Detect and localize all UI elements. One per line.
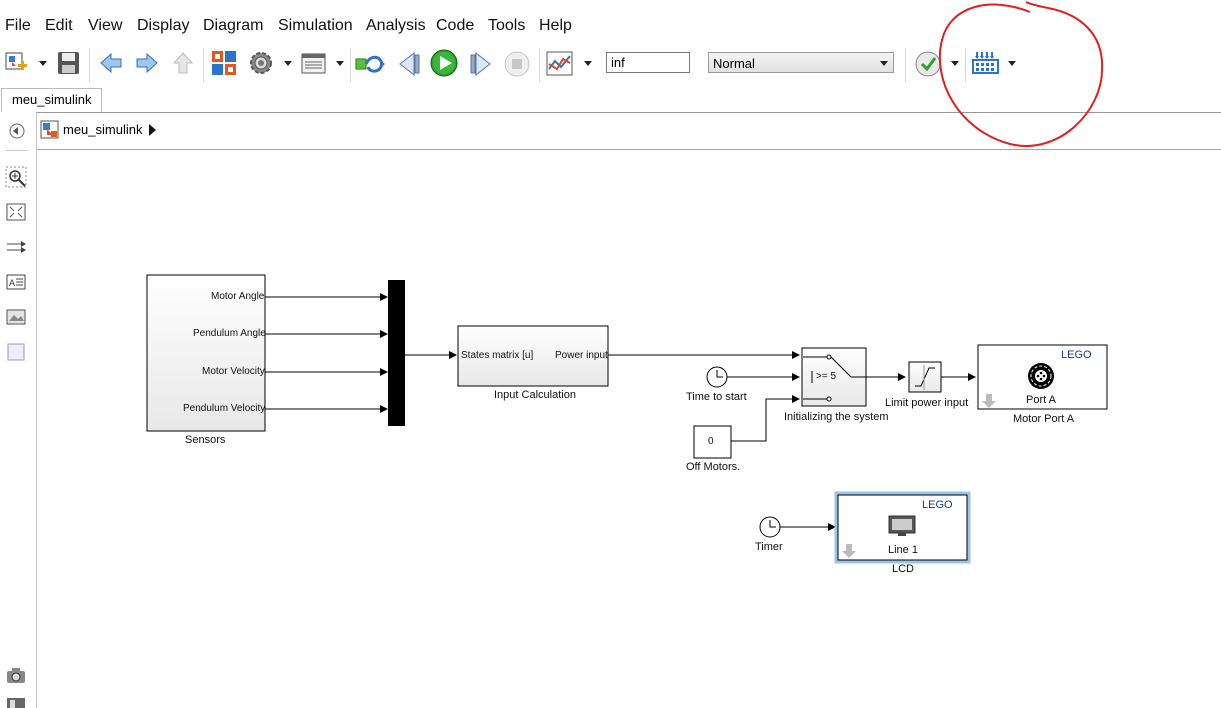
time-to-start-label: Time to start bbox=[686, 391, 747, 403]
menu-code[interactable]: Code bbox=[436, 17, 475, 34]
chevron-down-icon[interactable] bbox=[284, 61, 292, 66]
save-icon[interactable] bbox=[56, 50, 82, 76]
gear-icon[interactable] bbox=[247, 49, 277, 79]
menu-help[interactable]: Help bbox=[539, 17, 572, 34]
sensors-label: Sensors bbox=[185, 434, 226, 446]
timer-label: Timer bbox=[755, 541, 783, 553]
port-label-motor-velocity: Motor Velocity bbox=[202, 366, 265, 377]
tab-meu-simulink[interactable]: meu_simulink bbox=[1, 88, 103, 112]
camera-icon[interactable] bbox=[5, 664, 29, 688]
lcd-label: LCD bbox=[892, 563, 915, 575]
model-canvas[interactable]: Motor Angle Pendulum Angle Motor Velocit… bbox=[37, 150, 1221, 708]
constant-block[interactable] bbox=[693, 425, 732, 459]
breadcrumb-model[interactable]: meu_simulink bbox=[63, 122, 143, 137]
selection-highlight bbox=[834, 491, 971, 564]
simulation-mode-value: Normal bbox=[713, 56, 755, 71]
menu-file[interactable]: File bbox=[5, 17, 31, 34]
chevron-down-icon[interactable] bbox=[39, 61, 47, 66]
image-icon[interactable] bbox=[5, 306, 29, 330]
back-arrow-icon[interactable] bbox=[98, 50, 124, 76]
motor-gear-icon bbox=[1028, 363, 1054, 389]
mux-block[interactable] bbox=[388, 280, 405, 426]
lcd-line-label: Line 1 bbox=[888, 544, 918, 556]
input-arrow-icon bbox=[982, 394, 996, 408]
data-inspector-icon[interactable] bbox=[545, 49, 577, 79]
left-palette: A bbox=[0, 112, 37, 708]
chevron-down-icon bbox=[880, 61, 888, 66]
hide-browser-icon[interactable] bbox=[6, 120, 28, 142]
chevron-down-icon[interactable] bbox=[951, 61, 959, 66]
menu-diagram[interactable]: Diagram bbox=[203, 17, 264, 34]
lego-brand-label: LEGO bbox=[1061, 349, 1092, 361]
step-back-icon[interactable] bbox=[394, 49, 424, 79]
area-icon[interactable] bbox=[5, 341, 29, 365]
stop-time-input[interactable] bbox=[606, 52, 690, 73]
chevron-right-icon[interactable] bbox=[149, 124, 156, 136]
chevron-down-icon[interactable] bbox=[336, 61, 344, 66]
menu-tools[interactable]: Tools bbox=[488, 17, 526, 34]
diagram-svg bbox=[146, 274, 1108, 564]
menu-simulation[interactable]: Simulation bbox=[278, 17, 353, 34]
port-label-power-input: Power input bbox=[555, 350, 608, 361]
route-lines-icon[interactable] bbox=[5, 236, 29, 260]
menu-view[interactable]: View bbox=[88, 17, 123, 34]
toolbar: Normal bbox=[0, 40, 1221, 88]
chevron-down-icon[interactable] bbox=[1008, 61, 1016, 66]
simulation-mode-select[interactable]: Normal bbox=[708, 52, 894, 73]
address-bar: meu_simulink bbox=[37, 112, 1221, 150]
forward-arrow-icon[interactable] bbox=[134, 50, 160, 76]
port-label-pendulum-velocity: Pendulum Velocity bbox=[183, 403, 266, 414]
model-explorer-icon[interactable] bbox=[300, 50, 328, 78]
input-calculation-label: Input Calculation bbox=[494, 389, 576, 401]
stop-icon[interactable] bbox=[502, 49, 532, 79]
annotation-icon[interactable]: A bbox=[5, 271, 29, 295]
step-forward-icon[interactable] bbox=[466, 49, 496, 79]
property-inspector-icon[interactable] bbox=[5, 696, 29, 708]
zoom-in-icon[interactable] bbox=[5, 166, 29, 190]
signal-line bbox=[731, 395, 800, 442]
fit-to-view-icon[interactable] bbox=[5, 201, 29, 225]
sensors-block[interactable] bbox=[146, 274, 266, 432]
port-label-states-matrix: States matrix [u] bbox=[461, 350, 534, 361]
menu-analysis[interactable]: Analysis bbox=[366, 17, 426, 34]
switch-label: Initializing the system bbox=[784, 411, 889, 423]
input-arrow-icon bbox=[842, 544, 856, 558]
off-motors-label: Off Motors. bbox=[686, 461, 741, 473]
up-arrow-icon[interactable] bbox=[170, 50, 196, 76]
menu-bar: File Edit View Display Diagram Simulatio… bbox=[0, 0, 1221, 40]
constant-value: 0 bbox=[708, 436, 714, 447]
model-advisor-check-icon[interactable] bbox=[913, 49, 945, 81]
port-label-motor-angle: Motor Angle bbox=[211, 291, 265, 302]
model-icon bbox=[40, 120, 60, 140]
lego-brand-label: LEGO bbox=[922, 499, 953, 511]
port-label-pendulum-angle: Pendulum Angle bbox=[193, 328, 266, 339]
library-browser-icon[interactable] bbox=[210, 49, 240, 79]
saturation-label: Limit power input bbox=[885, 397, 969, 409]
menu-display[interactable]: Display bbox=[137, 17, 190, 34]
motor-port-label: Port A bbox=[1026, 394, 1056, 406]
svg-text:A: A bbox=[9, 278, 15, 288]
menu-edit[interactable]: Edit bbox=[45, 17, 73, 34]
switch-threshold: >= 5 bbox=[816, 371, 837, 382]
run-button[interactable] bbox=[429, 48, 461, 80]
update-diagram-icon[interactable] bbox=[354, 49, 386, 79]
new-model-icon[interactable] bbox=[4, 50, 30, 76]
monitor-icon bbox=[888, 515, 916, 536]
deploy-to-hardware-icon[interactable] bbox=[970, 49, 1002, 81]
chevron-down-icon[interactable] bbox=[584, 61, 592, 66]
motor-port-a-label: Motor Port A bbox=[1013, 413, 1075, 425]
tab-bar: meu_simulink bbox=[0, 88, 1221, 113]
input-calculation-block[interactable] bbox=[457, 325, 609, 387]
